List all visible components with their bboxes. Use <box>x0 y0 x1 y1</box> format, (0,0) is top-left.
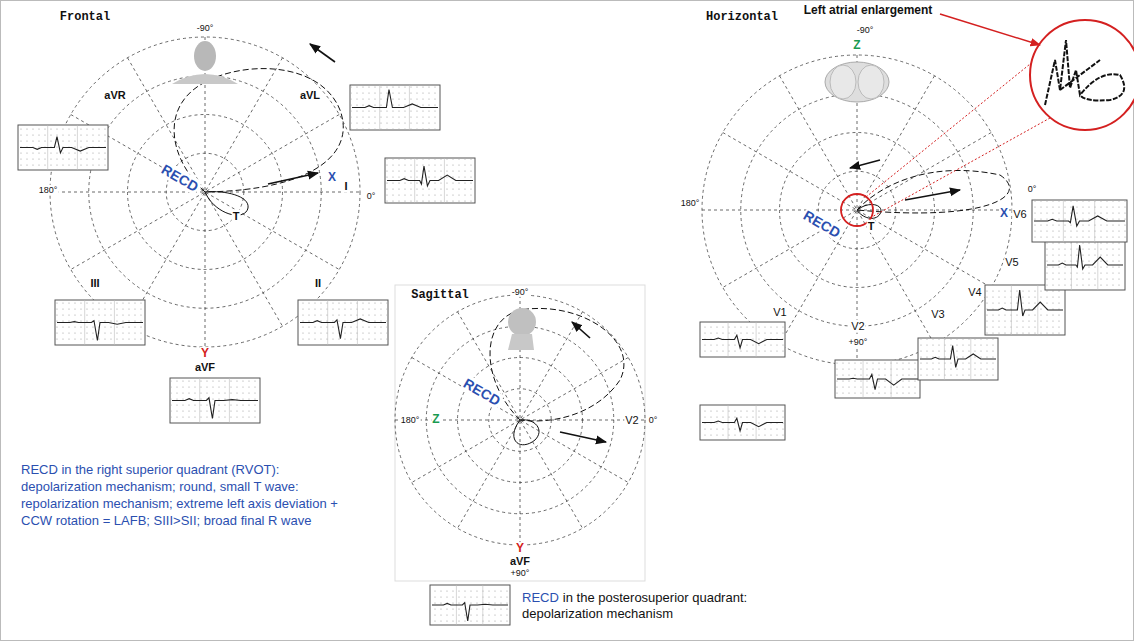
ecg-strip <box>430 585 510 625</box>
lead-axis <box>412 358 629 483</box>
axis-label: -90° <box>511 287 530 297</box>
axis-label: Y <box>200 347 210 361</box>
polar-ring <box>426 326 614 514</box>
axis-label: V5 <box>1004 256 1019 269</box>
lead-axis <box>723 133 991 288</box>
ecg-strip <box>170 378 260 423</box>
axis-label: Horizontal <box>705 11 779 25</box>
lead-axis <box>723 133 991 288</box>
note-text: RECD <box>522 590 559 605</box>
ecg-strip <box>298 300 388 345</box>
head-icons <box>172 41 889 350</box>
axis-label: V4 <box>967 286 982 299</box>
axis-label: aVF <box>194 361 216 374</box>
axis-label: V3 <box>930 308 945 321</box>
axis-label: Z <box>431 413 440 427</box>
axis-label: -90° <box>856 25 875 35</box>
axis-label: +90° <box>510 568 531 578</box>
ecg-strip <box>985 285 1065 335</box>
ecg-strip <box>1045 240 1125 290</box>
direction-arrow <box>560 432 606 442</box>
atrial-zoom <box>841 14 1134 226</box>
direction-arrow <box>310 44 335 62</box>
lead-axis <box>71 115 339 270</box>
axis-label: aVF <box>509 555 531 568</box>
t-loop <box>514 420 539 445</box>
axis-label: T <box>867 220 876 233</box>
ecg-strip <box>18 125 108 170</box>
polar-ring <box>780 133 935 288</box>
lead-axis <box>71 115 339 270</box>
axis-label: 0° <box>1027 184 1038 194</box>
direction-arrow <box>268 173 318 184</box>
axis-label: Frontal <box>59 11 111 25</box>
axis-label: II <box>314 277 322 290</box>
axis-label: Z <box>852 39 861 53</box>
axis-label: V1 <box>772 306 787 319</box>
direction-arrow <box>572 322 590 338</box>
sagittal-frame <box>395 285 645 581</box>
axis-label: III <box>89 277 100 290</box>
axis-label: 180° <box>400 415 421 425</box>
axis-label: T <box>232 210 241 223</box>
lead-axis <box>128 58 283 326</box>
ecg-strip <box>918 338 998 380</box>
lead-axis <box>458 312 583 529</box>
polar-ring <box>128 115 283 270</box>
axis-label: 0° <box>648 415 659 425</box>
direction-arrow <box>850 160 880 168</box>
axis-label: 0° <box>366 191 377 201</box>
note-box: RECDin the posterosuperior quadrant: dep… <box>522 590 767 623</box>
axis-label: V6 <box>1012 208 1027 221</box>
polar-ring <box>702 55 1012 365</box>
t-loop <box>205 192 248 216</box>
axis-label: 180° <box>680 198 701 208</box>
axis-label: +90° <box>848 337 869 347</box>
ecg-strip <box>55 300 145 345</box>
axis-label: Sagittal <box>410 289 470 303</box>
axis-label: RECD <box>800 207 844 242</box>
direction-arrow <box>905 190 960 200</box>
note-text: RECD in the right superior quadrant (RVO… <box>20 462 357 530</box>
ecg-strip <box>385 158 475 203</box>
axis-label: X <box>327 171 337 185</box>
axis-label: Left atrial enlargement <box>803 4 934 18</box>
ecg-strip <box>700 405 785 440</box>
axis-label: -90° <box>196 23 215 33</box>
ecg-strip <box>835 360 920 398</box>
axis-label: I <box>343 180 348 193</box>
axis-label: RECD <box>158 161 202 196</box>
ecg-strip <box>700 322 785 357</box>
polar-ring <box>395 295 645 545</box>
lead-axis <box>780 76 935 344</box>
axis-label: V2 <box>850 320 865 333</box>
vector-loop <box>174 69 343 192</box>
axis-label: 180° <box>38 185 59 195</box>
vector-loop <box>490 308 624 421</box>
axis-label: aVR <box>103 89 126 102</box>
ecg-strip <box>350 85 440 130</box>
t-loop <box>857 204 881 218</box>
axis-label: aVL <box>299 89 321 102</box>
ecg-strip <box>1032 200 1127 242</box>
axis-label: V2 <box>624 414 639 427</box>
vector-loop <box>857 170 1009 212</box>
axis-label: X <box>999 207 1009 221</box>
